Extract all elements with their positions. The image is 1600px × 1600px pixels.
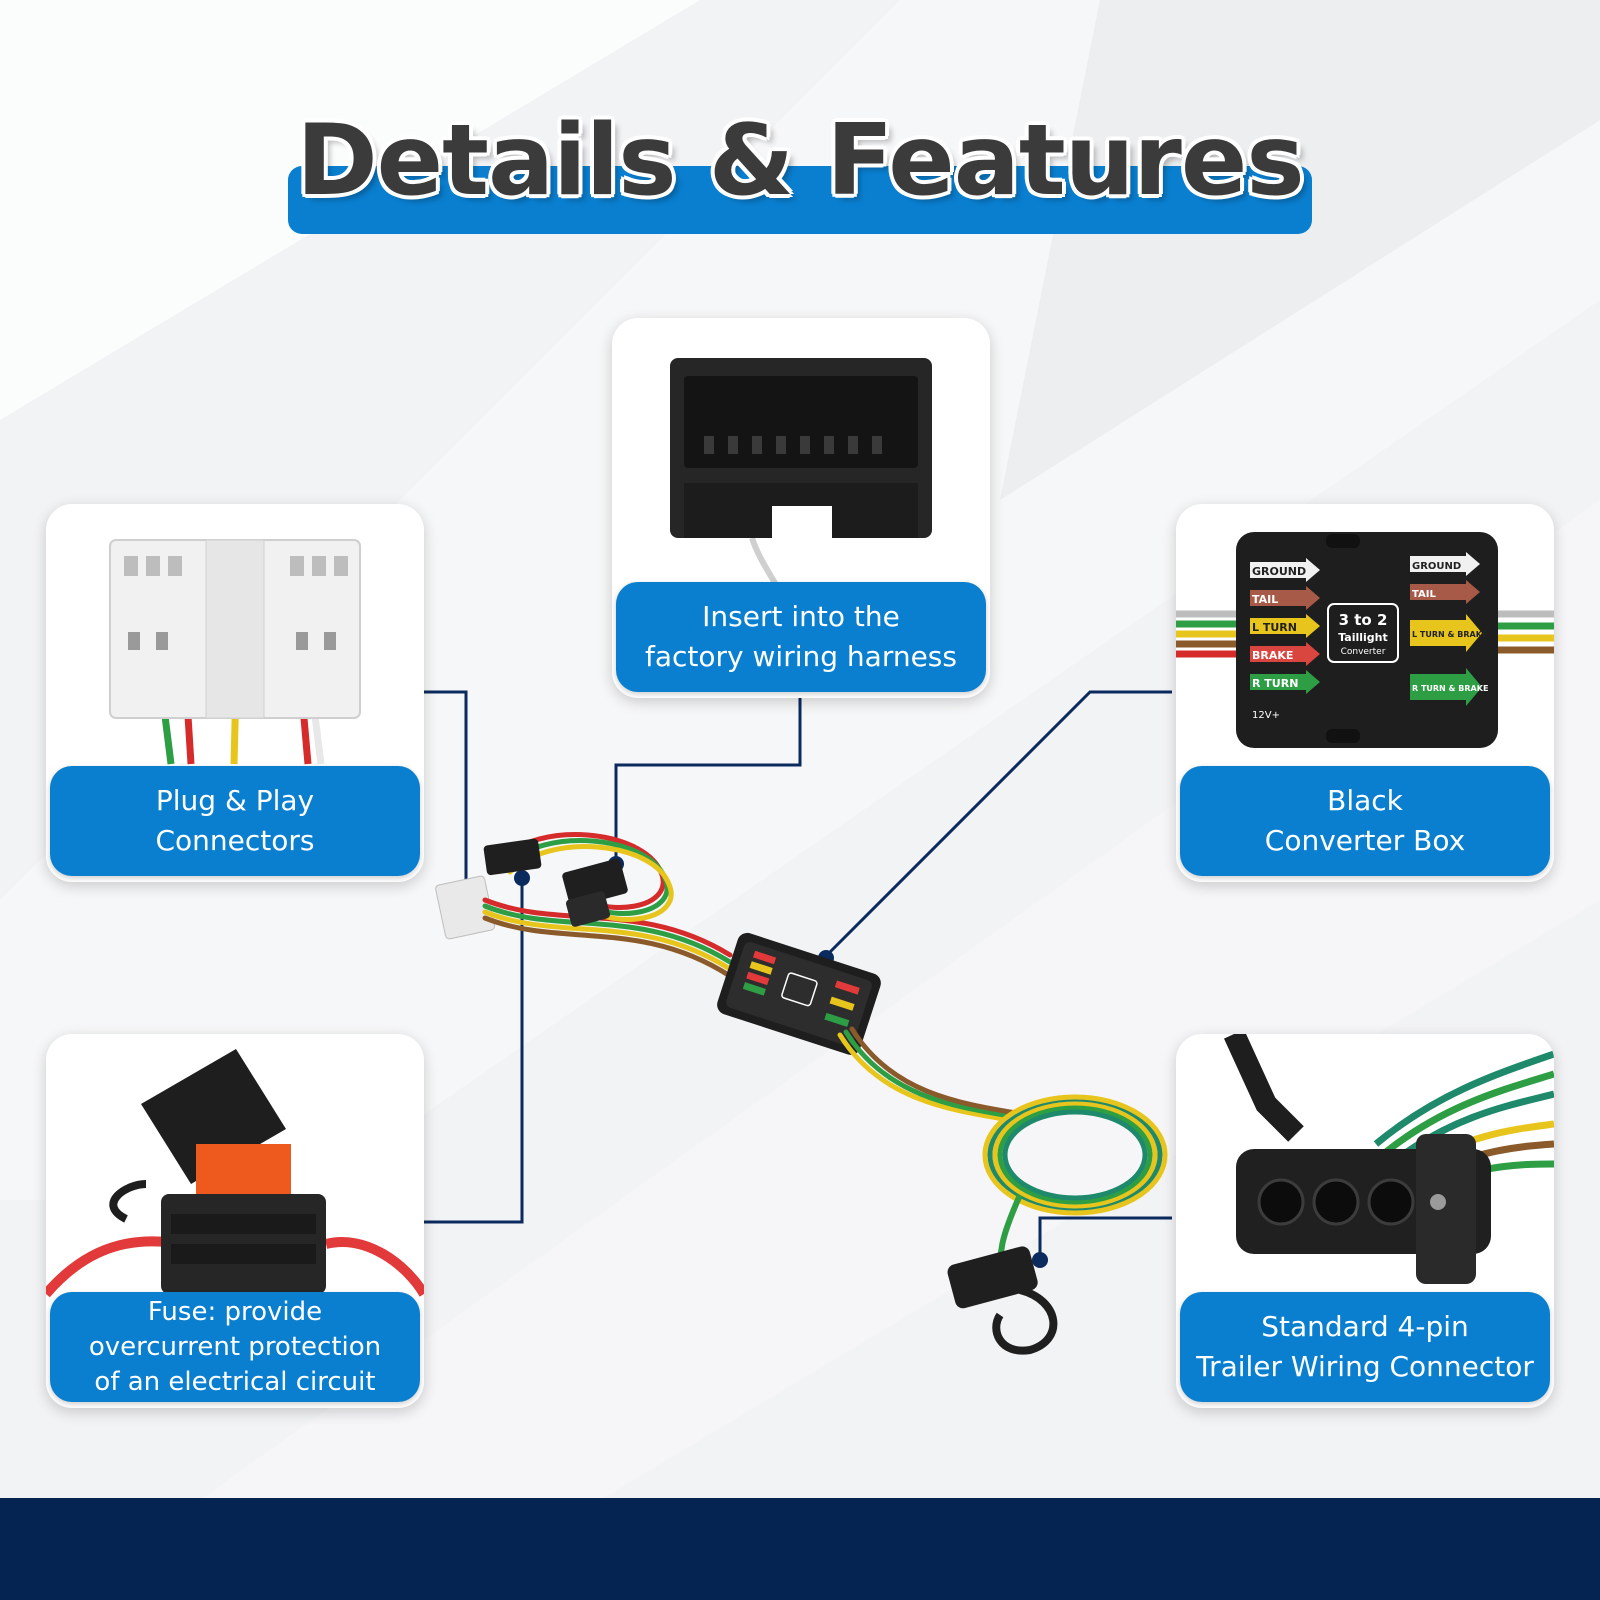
converter-left-label: GROUND: [1252, 565, 1306, 578]
feature-label-converter: Black Converter Box: [1180, 766, 1550, 876]
wiring-harness-image: [420, 690, 1172, 1355]
converter-left-label: R TURN: [1252, 677, 1298, 690]
factory-harness-plug-image: [670, 358, 932, 619]
converter-left-label: L TURN: [1252, 621, 1297, 634]
feature-label-line: Black: [1327, 784, 1403, 817]
feature-card-fuse: Fuse: provide overcurrent protection of …: [46, 1034, 424, 1408]
feature-label-connector: Standard 4-pin Trailer Wiring Connector: [1180, 1292, 1550, 1402]
converter-right-label: GROUND: [1412, 561, 1461, 572]
feature-label-line: Converter Box: [1264, 824, 1466, 857]
feature-card-plug: Plug & Play Connectors: [46, 504, 424, 882]
converter-left-label: BRAKE: [1252, 649, 1293, 662]
fuse-holder-image: [46, 1049, 424, 1298]
feature-label-line: Standard 4-pin: [1261, 1310, 1469, 1343]
feature-label-line: Trailer Wiring Connector: [1196, 1350, 1534, 1383]
converter-badge-subtitle: Converter: [1341, 647, 1386, 657]
feature-label-line: Fuse: provide: [147, 1296, 323, 1327]
converter-left-label: TAIL: [1252, 593, 1278, 606]
feature-label-line: Plug & Play: [155, 784, 315, 817]
feature-label-line: overcurrent protection: [88, 1331, 382, 1362]
converter-right-label: R TURN & BRAKE: [1412, 684, 1488, 693]
feature-label-line: of an electrical circuit: [94, 1366, 376, 1397]
converter-voltage: 12V+: [1252, 710, 1280, 721]
converter-right-label: TAIL: [1412, 589, 1437, 600]
title-bar: [288, 166, 1312, 234]
feature-label-insert: Insert into the factory wiring harness: [616, 582, 986, 692]
feature-label-line: factory wiring harness: [645, 640, 957, 673]
feature-label-line: Insert into the: [702, 600, 900, 633]
feature-label-line: Connectors: [155, 824, 315, 857]
converter-badge-subtitle: Taillight: [1338, 631, 1388, 644]
feature-label-fuse: Fuse: provide overcurrent protection of …: [50, 1292, 420, 1402]
leader-lines: [420, 690, 1172, 1258]
plug-play-connector-image: [109, 539, 361, 765]
feature-card-converter: GROUND TAIL L TURN BRAKE R TURN 12V+ 3 t…: [1176, 504, 1554, 882]
footer-band: [0, 1498, 1600, 1600]
four-pin-connector-image: [1223, 1034, 1554, 1284]
feature-card-connector: Standard 4-pin Trailer Wiring Connector: [1176, 1034, 1554, 1408]
page-title: Details & Features: [296, 104, 1304, 218]
converter-badge-title: 3 to 2: [1339, 611, 1388, 629]
feature-card-insert: Insert into the factory wiring harness: [612, 318, 990, 698]
converter-right-label: L TURN & BRAKE: [1412, 630, 1487, 639]
converter-box-image: GROUND TAIL L TURN BRAKE R TURN 12V+ 3 t…: [1176, 532, 1554, 748]
feature-label-plug: Plug & Play Connectors: [50, 766, 420, 876]
